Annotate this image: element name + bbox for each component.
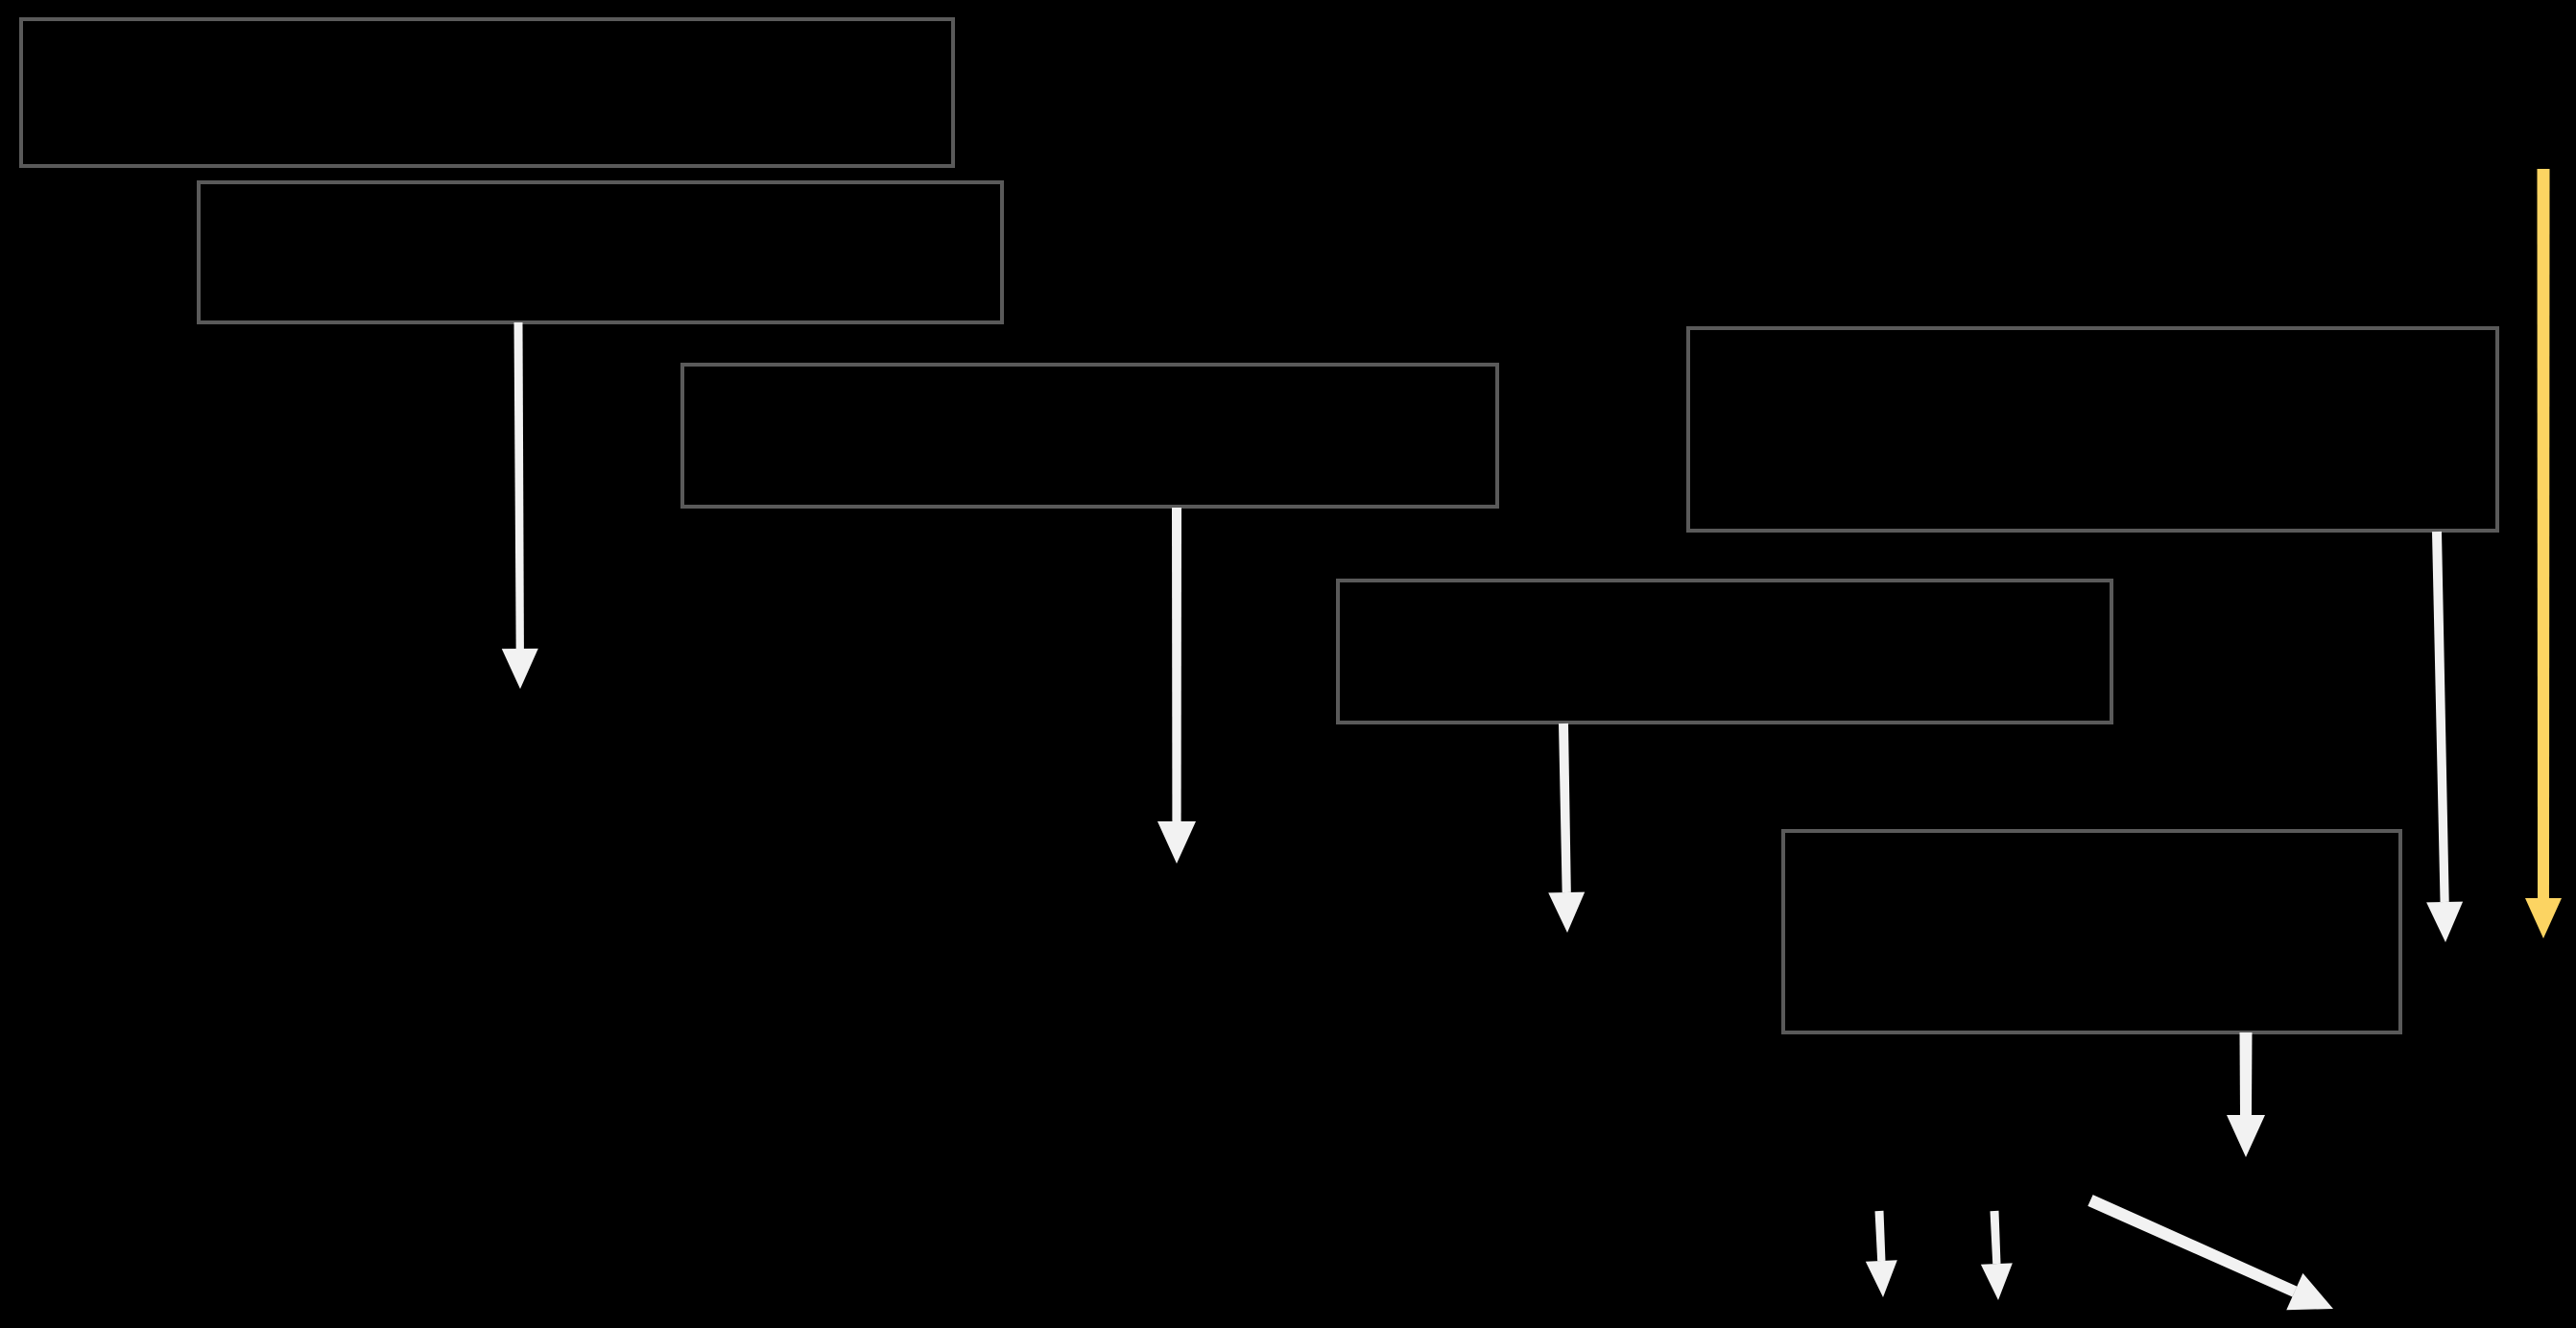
arrow-shaft [1172, 508, 1181, 821]
arrow-shaft [1874, 1210, 1886, 1262]
arrow-shaft [513, 321, 524, 650]
arrow-head [1980, 1263, 2013, 1300]
annotation-box [197, 180, 1004, 324]
arrow-shaft [2537, 169, 2550, 898]
arrow-shaft [2239, 1032, 2253, 1115]
arrow [2227, 1032, 2265, 1157]
annotation-box [19, 17, 955, 168]
arrow-head [2426, 901, 2464, 942]
arrow-head [1865, 1260, 1897, 1297]
arrow-shaft [1559, 723, 1571, 893]
arrow-shaft [2432, 531, 2449, 903]
arrow [1865, 1210, 1897, 1297]
arrow-head [2286, 1272, 2333, 1311]
arrow [1980, 1210, 2013, 1300]
arrows-group [501, 321, 2464, 1311]
arrow-head [2525, 898, 2562, 938]
arrow-head [501, 648, 538, 689]
annotation-box [1781, 829, 2402, 1034]
arrow [1548, 723, 1586, 933]
annotation-box [680, 363, 1499, 509]
arrow-head [1157, 821, 1196, 864]
boxes-group [19, 17, 2499, 1034]
arrow-shaft [1990, 1210, 2001, 1265]
annotation-box [1336, 579, 2113, 724]
arrow-head [2227, 1115, 2265, 1157]
annotation-box [1686, 326, 2499, 533]
arrow [1157, 508, 1196, 864]
arrow-head [1548, 891, 1586, 933]
arrow [2426, 531, 2464, 942]
arrow [2525, 169, 2562, 938]
arrow [2087, 1195, 2333, 1311]
arrow-shaft [2087, 1195, 2298, 1297]
highlight-arrow-group [2525, 169, 2562, 938]
arrow [501, 321, 538, 689]
